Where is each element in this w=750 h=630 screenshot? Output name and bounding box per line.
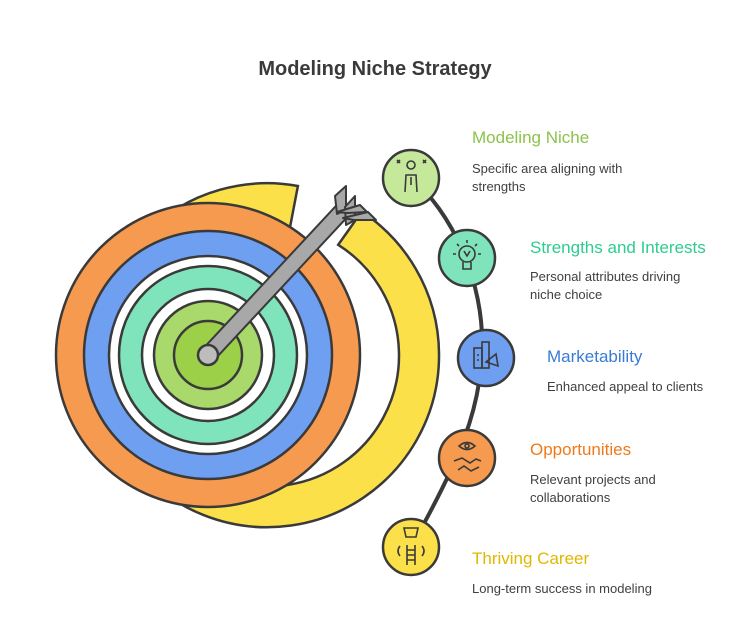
step-2-description: Personal attributes driving niche choice	[530, 269, 681, 302]
step-1-circle	[381, 148, 441, 208]
ring-yellow	[93, 181, 441, 529]
arrow-fletching-4	[342, 211, 377, 221]
step-2-title: Strengths and Interests	[530, 238, 706, 257]
step-3-circle	[456, 328, 516, 388]
lightbulb-icon	[453, 240, 481, 270]
step-circles	[381, 148, 516, 577]
step-5-circle	[381, 517, 441, 577]
step-5-description: Long-term success in modeling	[472, 581, 652, 596]
step-4-title: Opportunities	[530, 440, 632, 459]
arrow	[196, 185, 377, 367]
step-5-title: Thriving Career	[472, 549, 590, 568]
target	[54, 181, 441, 529]
step-3-title: Marketability	[547, 347, 643, 366]
step-4-circle	[437, 428, 497, 488]
step-2-circle	[437, 228, 497, 288]
megaphone-buildings-icon	[473, 341, 500, 369]
handshake-eye-icon	[453, 441, 482, 472]
trophy-ladder-icon	[397, 527, 425, 565]
arrow-tip	[196, 343, 220, 367]
page-title: Modeling Niche Strategy	[258, 58, 492, 80]
step-1-description: Specific area aligning with strengths	[472, 161, 623, 194]
person-with-stars-icon	[396, 159, 427, 193]
step-3-description: Enhanced appeal to clients	[547, 379, 704, 394]
step-4-description: Relevant projects and collaborations	[530, 472, 656, 505]
step-1-title: Modeling Niche	[472, 128, 590, 147]
